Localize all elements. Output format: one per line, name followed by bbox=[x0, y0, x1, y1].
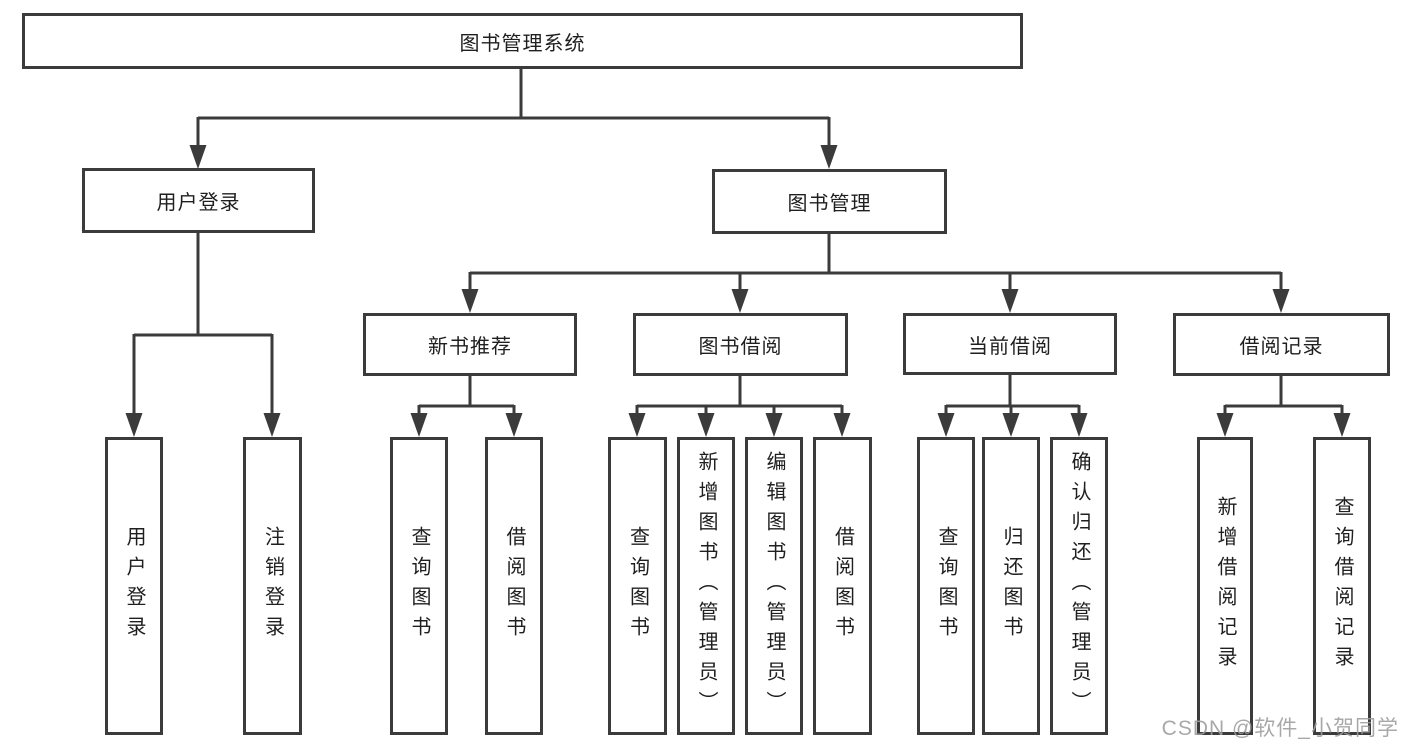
leaf-label: 注销登录 bbox=[261, 526, 284, 646]
tree-branch-lines bbox=[132, 69, 1344, 414]
leaf-label: 编辑图书（管理员） bbox=[763, 451, 785, 721]
leaf-query-books-current: 查询图书 bbox=[917, 437, 975, 735]
node-book-management: 图书管理 bbox=[712, 169, 947, 234]
leaf-label: 新增图书（管理员） bbox=[695, 451, 717, 721]
node-user-login: 用户登录 bbox=[82, 168, 315, 233]
leaf-label: 确认归还（管理员） bbox=[1068, 451, 1090, 721]
node-label: 图书管理 bbox=[787, 193, 872, 215]
leaf-label: 查询图书 bbox=[408, 526, 430, 646]
leaf-borrow-books: 借阅图书 bbox=[813, 437, 872, 735]
node-label: 当前借阅 bbox=[968, 335, 1052, 358]
node-current-borrow: 当前借阅 bbox=[903, 313, 1117, 375]
leaf-return-books: 归还图书 bbox=[982, 437, 1040, 735]
leaf-label: 查询图书 bbox=[626, 526, 649, 646]
node-label: 图书借阅 bbox=[698, 336, 783, 358]
leaf-label: 归还图书 bbox=[1000, 526, 1022, 646]
leaf-logout: 注销登录 bbox=[243, 437, 302, 735]
leaf-label: 用户登录 bbox=[123, 526, 145, 646]
leaf-add-borrow-record: 新增借阅记录 bbox=[1197, 437, 1253, 735]
leaf-query-borrow-record: 查询借阅记录 bbox=[1313, 437, 1371, 735]
leaf-label: 查询图书 bbox=[935, 526, 957, 646]
node-root-library-system: 图书管理系统 bbox=[22, 13, 1023, 69]
leaf-label: 借阅图书 bbox=[831, 526, 854, 646]
leaf-confirm-return-admin: 确认归还（管理员） bbox=[1050, 437, 1108, 735]
node-new-book-recommend: 新书推荐 bbox=[363, 313, 577, 376]
leaf-edit-books-admin: 编辑图书（管理员） bbox=[745, 437, 803, 735]
arrowhead-icons bbox=[125, 145, 1351, 437]
node-label: 借阅记录 bbox=[1239, 336, 1324, 358]
leaf-add-books-admin: 新增图书（管理员） bbox=[677, 437, 735, 735]
node-borrow-records: 借阅记录 bbox=[1173, 313, 1390, 376]
leaf-label: 借阅图书 bbox=[503, 526, 525, 646]
leaf-query-books-borrow: 查询图书 bbox=[608, 437, 667, 735]
node-label: 用户登录 bbox=[156, 192, 241, 214]
node-label: 新书推荐 bbox=[428, 336, 512, 358]
node-book-borrow: 图书借阅 bbox=[633, 313, 848, 376]
csdn-watermark: CSDN @软件_小贺同学 bbox=[1161, 717, 1399, 740]
leaf-user-login: 用户登录 bbox=[105, 437, 163, 735]
leaf-query-books-recommend: 查询图书 bbox=[390, 437, 448, 735]
leaf-label: 查询借阅记录 bbox=[1331, 496, 1353, 676]
node-label: 图书管理系统 bbox=[459, 32, 586, 55]
leaf-borrow-books-recommend: 借阅图书 bbox=[485, 437, 543, 735]
leaf-label: 新增借阅记录 bbox=[1214, 496, 1236, 676]
